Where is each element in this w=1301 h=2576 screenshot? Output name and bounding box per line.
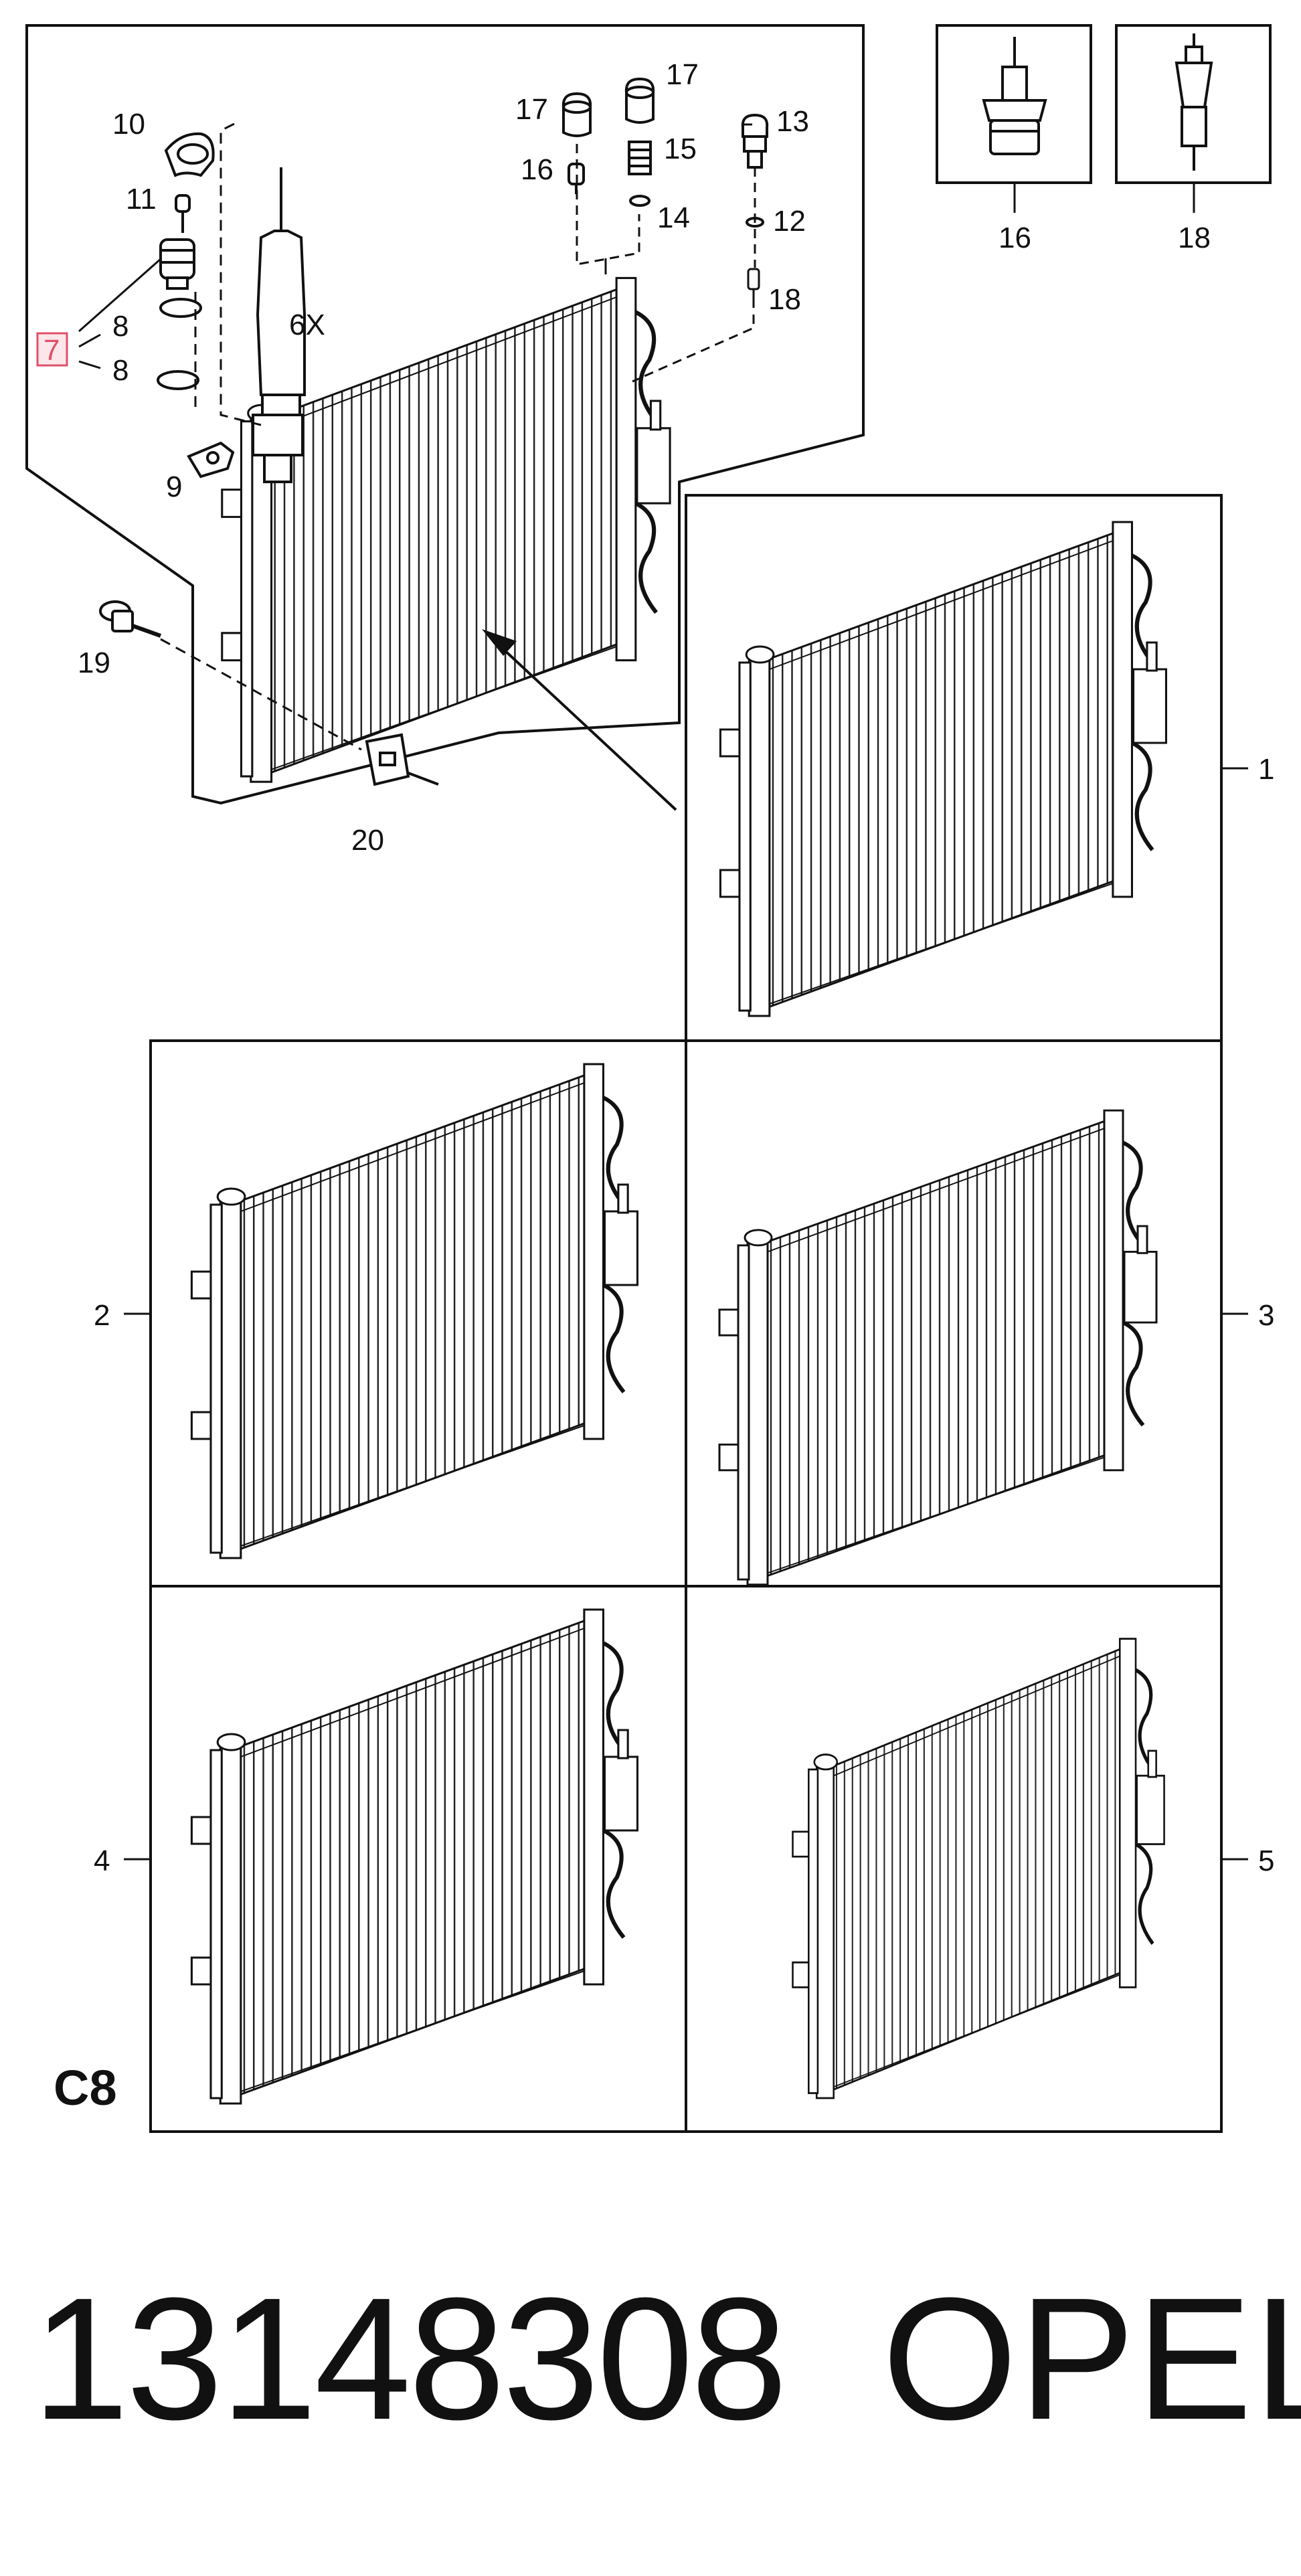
leader-dashed-valves [576,144,640,266]
callout-6x: 6X [289,309,325,341]
inset-valve-18: 18 [1115,24,1272,254]
bracket-9 [187,441,235,479]
valve-18 [747,268,760,308]
screw-11 [175,194,191,233]
variant-label-1: 1 [1258,753,1274,786]
receiver-drier [252,167,306,483]
callout-13: 13 [776,105,809,138]
inset-valve-16: 16 [936,24,1092,254]
bolt-19 [99,600,162,638]
detail-outline [25,24,865,805]
callout-14: 14 [657,201,690,234]
inset-label-16: 16 [999,222,1031,254]
o-ring-8 [157,298,202,390]
callout-12: 12 [773,205,806,238]
filter-plug-7 [159,238,195,290]
callout-9: 9 [166,470,182,503]
sensor-13 [741,113,769,169]
highlight-box [36,332,68,367]
inset-label-18: 18 [1178,222,1211,254]
variant-label-3: 3 [1258,1299,1274,1332]
leader-dashed-19 [160,638,362,751]
section-code: C8 [54,2060,117,2116]
callout-18: 18 [768,283,801,316]
clip-nut-20 [365,733,439,786]
leader-dashed-left [220,122,262,426]
leader-dashed-18 [632,167,756,383]
callout-16: 16 [521,153,553,186]
variant-label-5: 5 [1258,1844,1274,1877]
part-number: 13148308 [32,2262,788,2456]
callout-19: 19 [78,647,110,679]
cap-17-left [561,92,592,137]
callout-20: 20 [351,824,384,857]
variant-label-4: 4 [94,1844,110,1877]
callout-17-left: 17 [515,93,548,126]
valve-16 [568,163,585,194]
callout-8-upper: 8 [112,310,128,343]
callout-7: 7 [44,334,60,367]
valve-15 [628,141,652,175]
o-ring-14 [629,195,650,207]
pointer-arrow [482,629,677,811]
callout-8-lower: 8 [112,354,128,387]
callout-10: 10 [112,108,145,141]
callout-15: 15 [664,133,697,165]
cap-17-right [624,77,655,124]
callout-leaders [78,123,752,369]
variant-label-2: 2 [94,1299,110,1332]
callout-17-right: 17 [666,58,699,91]
brand-name: OPEL [882,2262,1301,2456]
cap-10 [164,132,215,177]
callout-11: 11 [126,183,157,216]
